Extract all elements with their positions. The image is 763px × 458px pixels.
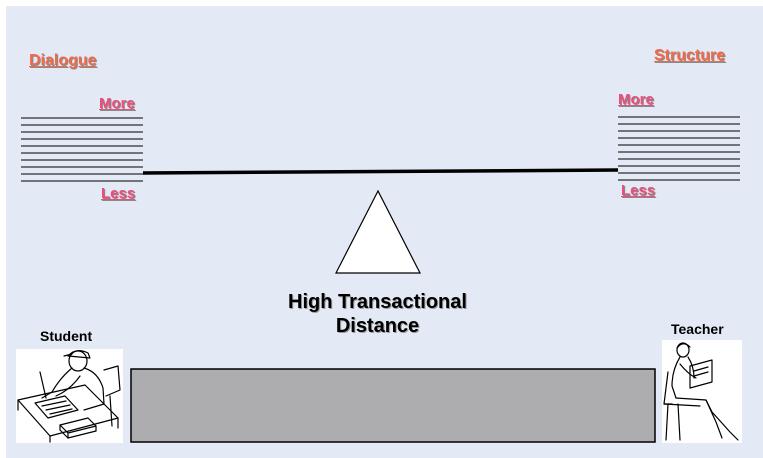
dialogue-title: Dialogue bbox=[29, 52, 97, 69]
dialogue-scale-lines bbox=[21, 117, 143, 182]
student-studying-icon bbox=[16, 349, 123, 443]
teacher-label: Teacher bbox=[671, 321, 724, 337]
dialogue-less-label: Less bbox=[101, 185, 136, 202]
seesaw-beam bbox=[142, 168, 619, 175]
center-caption: High Transactional Distance bbox=[260, 290, 495, 338]
structure-less-label: Less bbox=[621, 182, 656, 199]
fulcrum-triangle bbox=[335, 189, 421, 274]
structure-more-label: More bbox=[618, 91, 654, 108]
structure-scale-lines bbox=[618, 116, 740, 181]
structure-title: Structure bbox=[654, 47, 726, 64]
distance-gap-box bbox=[130, 368, 656, 443]
student-label: Student bbox=[40, 328, 93, 344]
center-caption-line2: Distance bbox=[335, 315, 420, 337]
center-caption-line1: High Transactional bbox=[288, 291, 467, 313]
teacher-reading-icon bbox=[662, 340, 742, 443]
dialogue-more-label: More bbox=[99, 95, 135, 112]
